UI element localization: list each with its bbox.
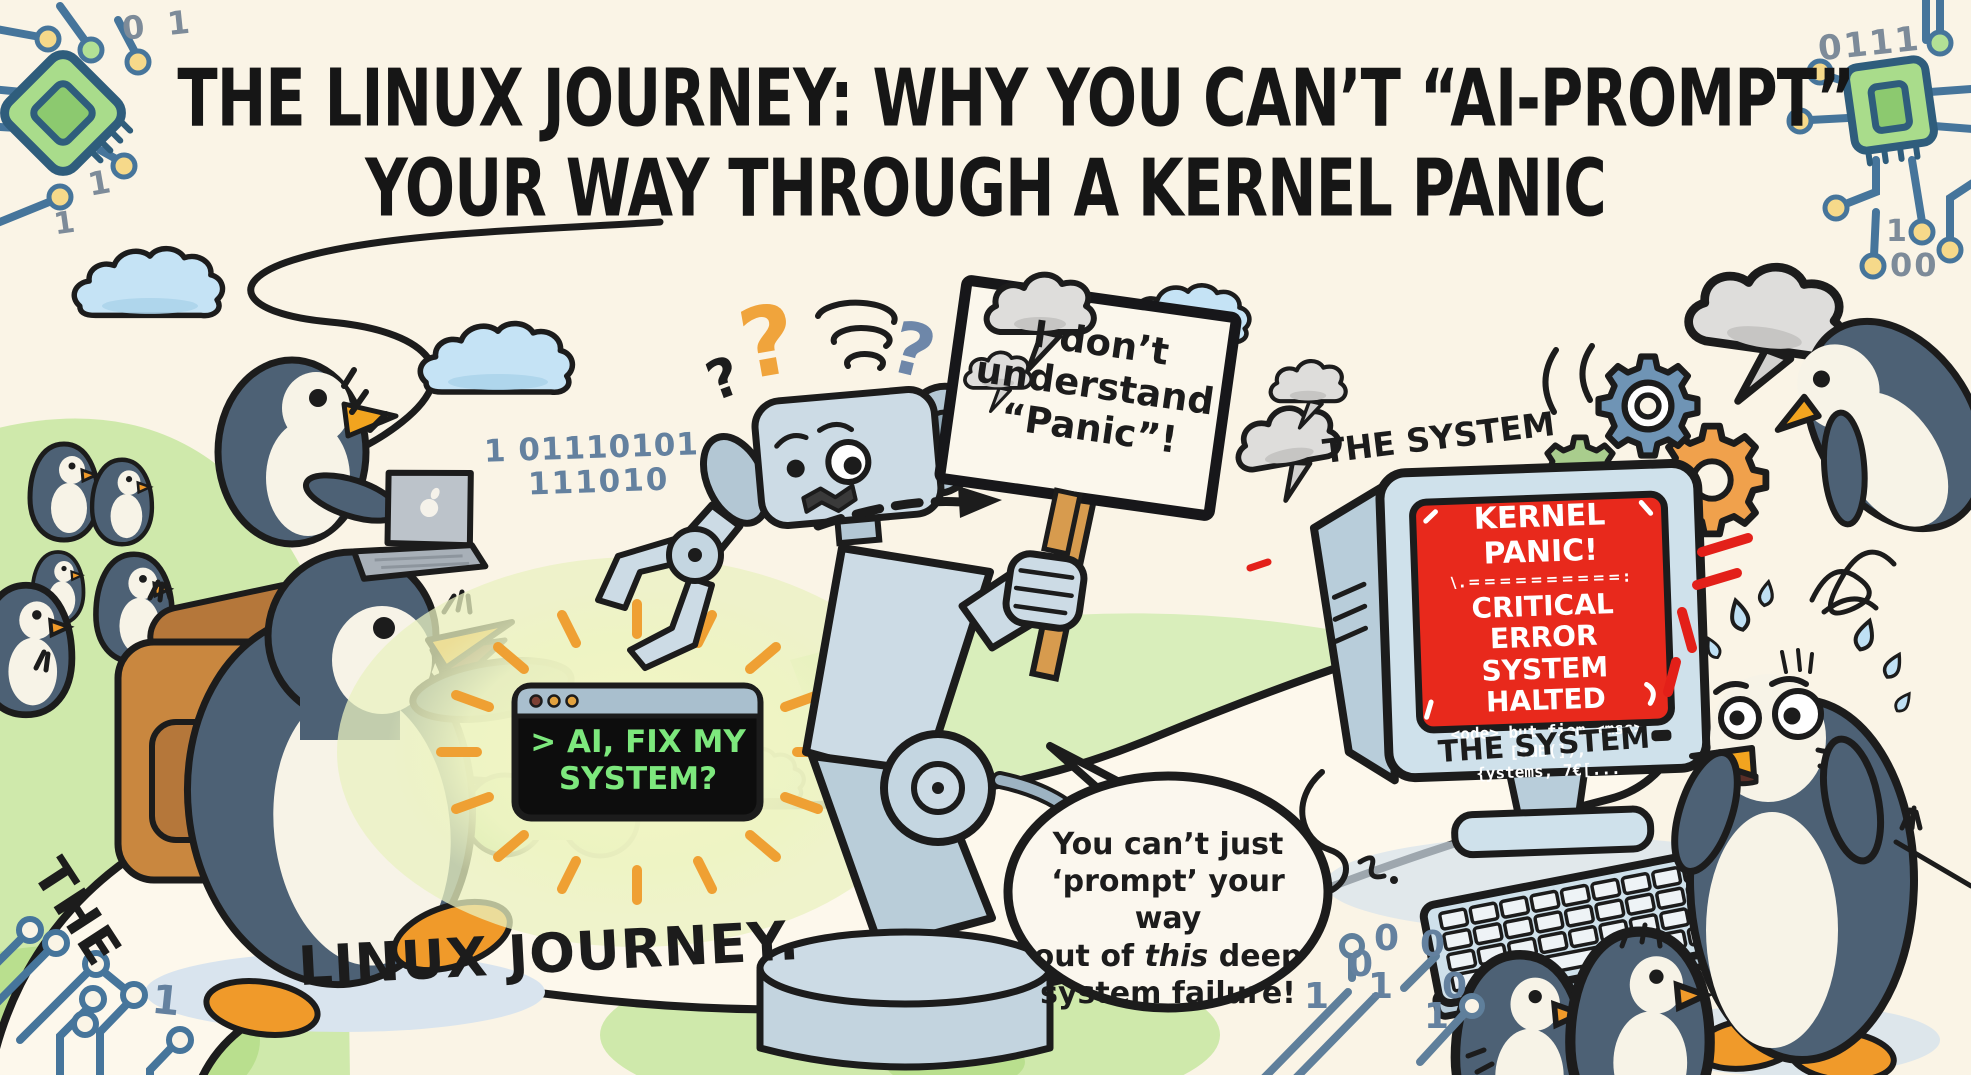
power-button xyxy=(1651,729,1672,742)
glow-rays xyxy=(436,599,838,905)
binary-br-1: 0 xyxy=(1420,924,1446,965)
alert-dashes xyxy=(1246,533,1753,697)
dashed-arrow xyxy=(813,486,1002,531)
squiggle-mark xyxy=(1357,855,1387,880)
binary-top-right-b: 1 xyxy=(1886,214,1907,249)
binary-top-left: 0 1 xyxy=(120,2,198,48)
panic-line-3: SYSTEM HALTED xyxy=(1480,650,1609,719)
terminal-prompt: > AI, FIX MY SYSTEM? xyxy=(524,724,752,798)
binary-br-6: 1 xyxy=(1424,996,1450,1037)
panic-line-2: CRITICAL ERROR xyxy=(1471,587,1615,656)
gear-blue-icon xyxy=(1599,357,1698,456)
bubble-line-1: You can’t just xyxy=(1052,827,1284,862)
stress-scribble-icon xyxy=(1809,549,1897,616)
circuit-top-right xyxy=(1786,0,1971,280)
dizzy-scribble-icon xyxy=(815,299,898,371)
apple-logo-leaf xyxy=(430,487,440,500)
journey-path xyxy=(0,594,1691,1075)
laptop-penguin xyxy=(214,356,489,582)
worried-penguin-pair xyxy=(1455,922,1709,1075)
bubble-line-3: out of this deep xyxy=(1033,938,1303,974)
window-dot-yellow xyxy=(547,694,561,708)
kernel-panic-screen xyxy=(1409,490,1675,734)
protest-sign xyxy=(934,275,1242,682)
key-row xyxy=(1442,879,1723,952)
bubble-line-2: ‘prompt’ your way xyxy=(1051,864,1285,937)
circuit-bottom-left xyxy=(0,916,194,1075)
binary-br-4: 1 xyxy=(1368,966,1394,1007)
window-dot-red xyxy=(529,694,543,708)
speech-bubble xyxy=(1003,742,1333,1013)
monitor-cable xyxy=(1299,769,1349,893)
binary-top-right-c: 00 xyxy=(1890,246,1939,284)
panic-line-1: KERNEL PANIC! xyxy=(1473,497,1606,572)
bubble-line-4: system failure! xyxy=(1040,975,1296,1011)
speech-bubble-text: You can’t just ‘prompt’ your way out of … xyxy=(1018,826,1318,1012)
binary-bottom-left: 1 xyxy=(149,976,183,1026)
falling-penguin xyxy=(1774,317,1971,533)
terminal-line-1: > AI, FIX MY xyxy=(530,724,746,760)
apple-logo-icon xyxy=(420,499,439,518)
grass-tuft-right xyxy=(1893,805,1971,889)
panicked-penguin xyxy=(1640,549,1971,1075)
window-dot-yellow2 xyxy=(565,694,579,708)
binary-br-2: 0 xyxy=(1348,944,1374,985)
laptop xyxy=(351,469,489,582)
binary-br-5: 0 xyxy=(1442,966,1468,1007)
circuit-top-left xyxy=(0,2,152,227)
title-line-2: YOUR WAY THROUGH A KERNEL PANIC xyxy=(365,142,1607,235)
sparkle-marks xyxy=(341,367,389,433)
binary-br-3: 1 xyxy=(1304,976,1330,1017)
binary-br-0: 0 xyxy=(1374,918,1400,959)
title-line-1: THE LINUX JOURNEY: WHY YOU CAN’T “AI-PRO… xyxy=(177,52,1855,145)
crt-monitor xyxy=(1309,458,1712,859)
terminal-window xyxy=(511,682,764,822)
terminal-line-2: SYSTEM? xyxy=(558,761,718,798)
circuit-bottom-right xyxy=(1261,933,1485,1075)
binary-stream-line-2: 111010 xyxy=(527,461,671,503)
